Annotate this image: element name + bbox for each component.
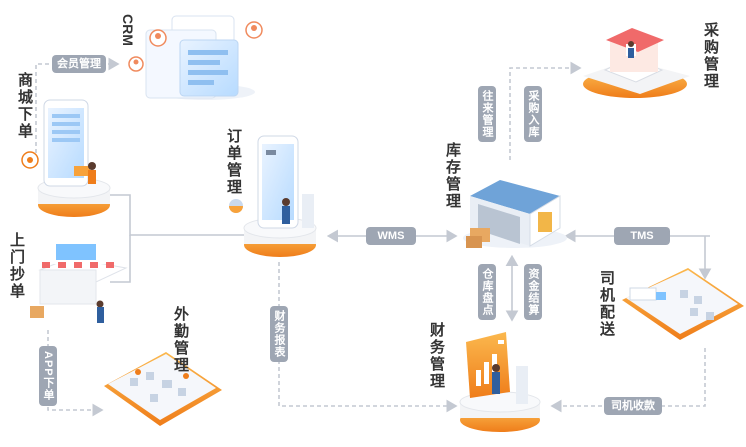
field-mgmt-label: 外勤管理 (172, 306, 189, 374)
door-order-label: 上门抄单 (8, 232, 25, 300)
field-map-icon (104, 352, 222, 426)
mall-phone-icon (21, 99, 111, 217)
shop-icon (583, 28, 690, 98)
finance-mgmt-label: 财务管理 (428, 322, 445, 390)
driver-delivery-label: 司机配送 (598, 270, 615, 338)
driver-collect-pill: 司机收款 (604, 397, 662, 415)
mall-order-label: 商城下单 (16, 72, 33, 140)
crm-screen-icon (128, 15, 263, 100)
order-mgmt-label: 订单管理 (225, 128, 242, 196)
inventory-mgmt-label: 库存管理 (444, 142, 461, 210)
delivery-truck-icon (622, 268, 744, 340)
finance-chart-icon (459, 332, 541, 432)
order-phone-icon (229, 135, 317, 257)
purchase-in-pill: 采购入库 (524, 86, 542, 142)
crm-label: CRM (120, 14, 136, 46)
purchase-mgmt-label: 采购管理 (702, 22, 719, 90)
tms-pill: TMS (614, 227, 670, 245)
warehouse-icon (463, 180, 567, 248)
member-mgmt-pill: 会员管理 (52, 55, 106, 73)
contacts-mgmt-pill: 往来管理 (478, 86, 496, 142)
fund-settle-pill: 资金结算 (524, 264, 542, 320)
stall-icon (30, 244, 128, 323)
app-order-pill: APP下单 (39, 346, 57, 406)
finance-report-pill: 财务报表 (270, 306, 288, 362)
stock-count-pill: 仓库盘点 (478, 264, 496, 320)
wms-pill: WMS (366, 227, 416, 245)
